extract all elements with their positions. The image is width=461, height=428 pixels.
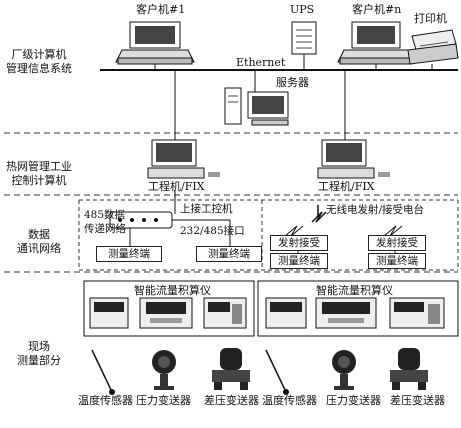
instrument-right-title: 智能流量积算仪 xyxy=(316,284,393,297)
pressure-left-label: 压力变送器 xyxy=(136,394,191,407)
transceiver-right: 发射接受 xyxy=(368,235,426,251)
dp-left-label: 差压变送器 xyxy=(204,394,259,407)
instrument-right-3 xyxy=(389,297,445,329)
radio-signal-icon xyxy=(311,211,327,223)
clientn-label: 客户机#n xyxy=(352,3,402,16)
pressure-transmitter-left xyxy=(152,350,176,390)
temp-sensor-left xyxy=(91,349,113,393)
terminal-left-1: 测量终端 xyxy=(96,246,162,262)
upper-link-label: 上接工控机 xyxy=(180,203,233,215)
ups-unit xyxy=(291,21,317,55)
client1-computer xyxy=(115,21,195,65)
terminal-right-2: 测量终端 xyxy=(368,253,426,269)
section-field-label: 现场 测量部分 xyxy=(17,340,61,367)
dp-transmitter-left xyxy=(212,348,250,390)
instrument-right-2 xyxy=(315,297,377,329)
network-hub xyxy=(109,211,173,229)
dp-transmitter-right xyxy=(390,348,428,390)
network-label: 485数据 传递网络 xyxy=(84,209,126,235)
printer-device xyxy=(407,29,459,65)
radio-signal-left-icon xyxy=(284,225,304,237)
ups-label: UPS xyxy=(290,3,315,16)
client1-label: 客户机#1 xyxy=(136,3,186,16)
instrument-left-1 xyxy=(89,297,129,329)
ethernet-label: Ethernet xyxy=(236,56,286,69)
port-label: 232/485接口 xyxy=(180,225,245,237)
temp-sensor-right-label: 温度传感器 xyxy=(262,394,317,407)
section-control-label: 热网管理工业 控制计算机 xyxy=(6,160,72,187)
section-mgmt-label: 厂级计算机 管理信息系统 xyxy=(6,48,72,75)
instrument-right-1 xyxy=(265,297,307,329)
radio-signal-right-icon xyxy=(383,225,403,237)
workstation-right xyxy=(317,139,390,179)
dp-right-label: 差压变送器 xyxy=(390,394,445,407)
section-comm-label: 数据 通讯网络 xyxy=(17,228,61,255)
clientn-computer xyxy=(337,21,415,65)
instrument-left-title: 智能流量积算仪 xyxy=(134,284,211,297)
temp-sensor-left-label: 温度传感器 xyxy=(78,394,133,407)
server-label: 服务器 xyxy=(276,76,309,89)
workstation-left-label: 工程机/FIX xyxy=(148,180,205,193)
workstation-left xyxy=(147,139,220,179)
printer-label: 打印机 xyxy=(414,12,447,25)
instrument-left-3 xyxy=(203,297,247,329)
transceiver-left: 发射接受 xyxy=(270,235,328,251)
instrument-left-2 xyxy=(139,297,193,329)
pressure-transmitter-right xyxy=(332,350,356,390)
terminal-right-1: 测量终端 xyxy=(270,253,328,269)
workstation-right-label: 工程机/FIX xyxy=(318,180,375,193)
server-computer xyxy=(224,87,289,126)
pressure-right-label: 压力变送器 xyxy=(326,394,381,407)
temp-sensor-right xyxy=(265,349,287,393)
radio-label: 无线电发射/接受电台 xyxy=(326,204,425,216)
terminal-left-2: 测量终端 xyxy=(196,246,262,262)
